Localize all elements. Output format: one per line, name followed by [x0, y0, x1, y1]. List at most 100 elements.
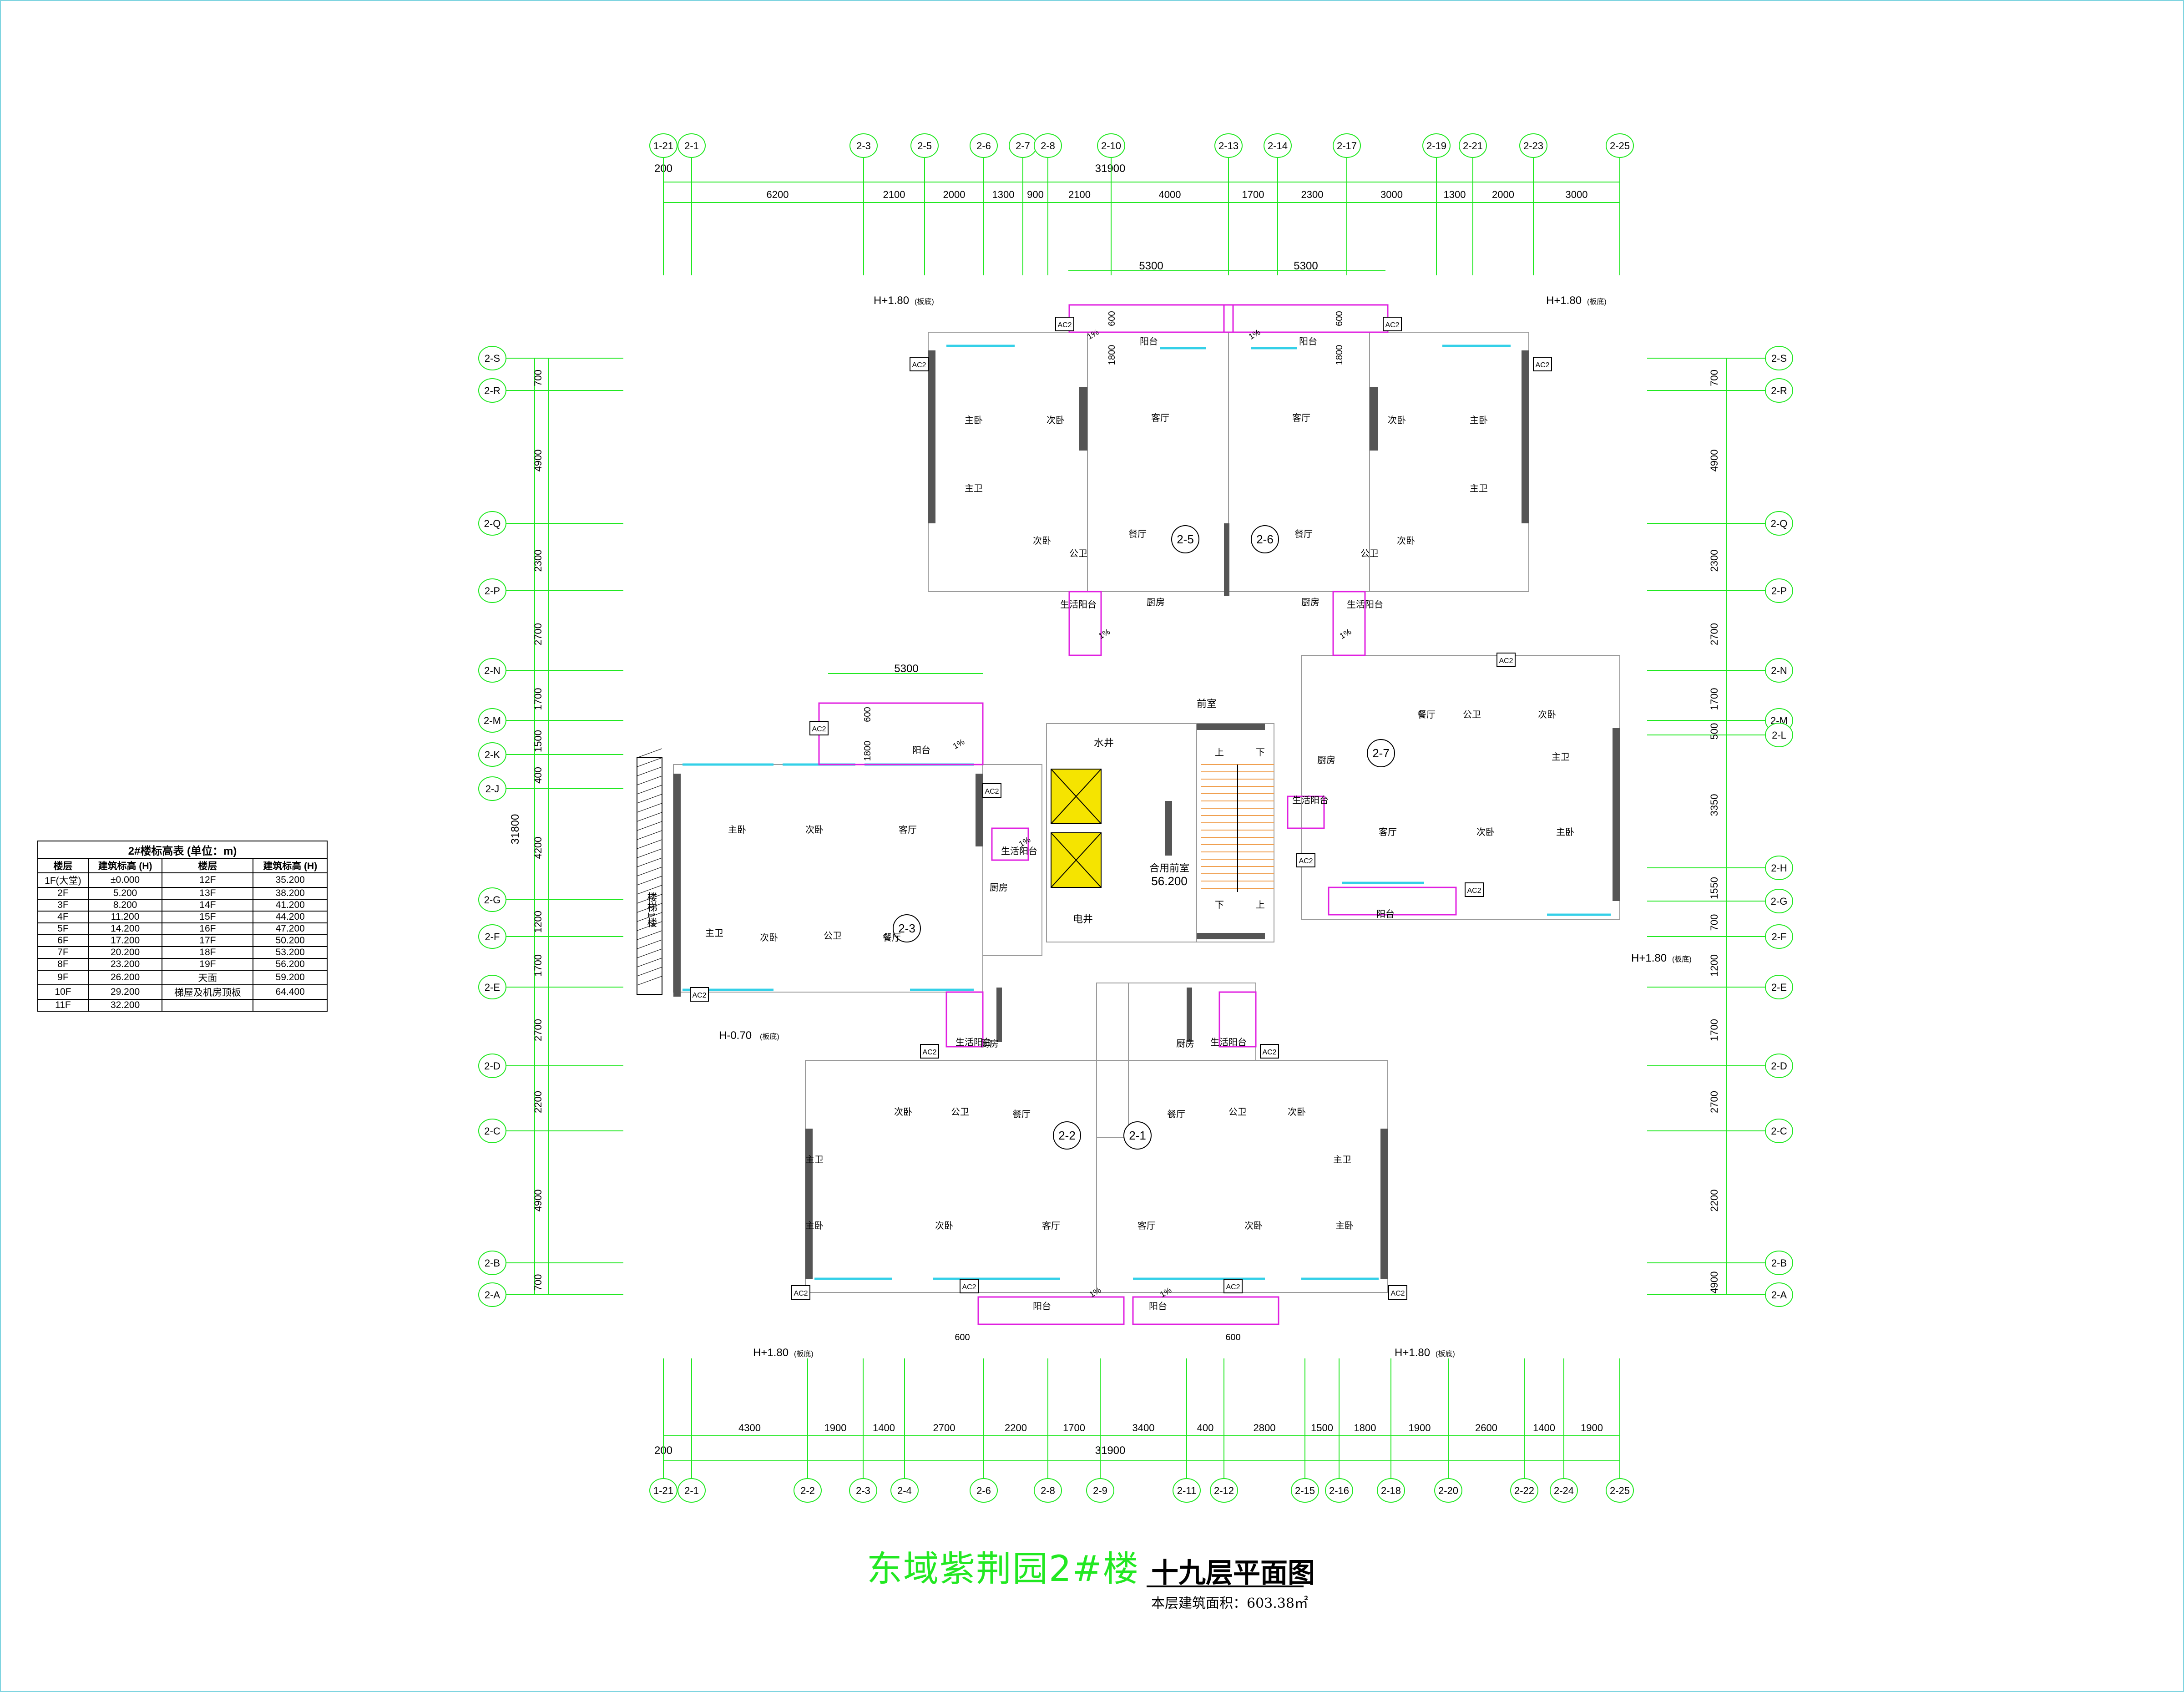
bottom-axis-label-bubble: [1034, 1478, 1062, 1503]
table-header-cell: 建筑标高 (H): [253, 858, 328, 873]
right-span-dim: 700: [1709, 0, 1726, 2]
balcony-outline: [945, 991, 984, 1048]
room-label: 主卫: [805, 1155, 824, 1165]
right-axis-label-bubble: [1765, 924, 1793, 949]
ac-unit-label: AC2: [1535, 361, 1549, 369]
right-span-dim: 3350: [1709, 794, 1720, 816]
level-note-top-right: H+1.80: [1546, 294, 1582, 307]
room-label: 餐厅: [1128, 529, 1147, 539]
drawing-subtitle: 十九层平面图: [1151, 1557, 1315, 1589]
ac-unit-label: AC2: [1499, 657, 1513, 665]
table-cell: 11.200: [87, 911, 163, 923]
ac-unit-box: [690, 987, 709, 1002]
slope-label: 1%: [1247, 328, 1262, 341]
bottom-span-dim: 2700: [933, 1422, 956, 1434]
wall-solid: [1165, 801, 1172, 856]
left-span-dim: 2700: [532, 623, 544, 645]
top-axis-label: 2-5: [917, 140, 932, 152]
hatch-line: [637, 775, 662, 785]
room-label: 主卧: [1556, 827, 1574, 837]
wall-outline: [1087, 332, 1229, 592]
left-span-dim: 1500: [532, 730, 544, 752]
table-cell: 12F: [162, 872, 254, 888]
ac-unit-label: AC2: [1385, 321, 1399, 329]
hatch-line: [637, 748, 662, 758]
room-label: 次卧: [1046, 415, 1065, 426]
elec-shaft-label: 电井: [1073, 913, 1093, 925]
room-label: 生活阳台: [1347, 599, 1383, 610]
room-label: 餐厅: [1012, 1109, 1031, 1120]
left-span-dim: 1700: [532, 954, 544, 977]
bottom-axis-label-bubble: [970, 1478, 998, 1503]
left-axis-label: 2-R: [484, 385, 500, 396]
bottom-axis-label: 2-15: [1295, 1485, 1315, 1496]
table-cell: 3F: [37, 899, 89, 912]
stair-up-label: 上: [1215, 747, 1224, 758]
left-axis-label-bubble: [478, 578, 506, 603]
room-label: 主卫: [705, 928, 723, 938]
room-label: 次卧: [894, 1107, 912, 1117]
left-axis-label: 2-Q: [484, 518, 501, 529]
balcony-depth-dim: 1800: [1107, 345, 1117, 365]
bottom-axis-label: 2-3: [856, 1485, 870, 1496]
table-cell: 19F: [162, 958, 254, 971]
hatch-line: [637, 757, 662, 767]
top-axis-label-bubble: [970, 133, 998, 158]
table-cell: 2F: [37, 887, 89, 900]
ac-unit-box: [809, 721, 829, 735]
bottom-axis-label-bubble: [849, 1478, 877, 1503]
hatch-line: [637, 894, 662, 904]
table-cell: 5F: [37, 922, 89, 935]
table-cell: 14F: [162, 899, 254, 912]
room-label: 次卧: [760, 932, 778, 943]
top-axis-label-bubble: [849, 133, 878, 158]
room-label: 厨房: [1317, 755, 1335, 765]
right-axis-label-bubble: [1765, 1282, 1793, 1307]
top-axis-label: 2-7: [1016, 140, 1030, 152]
left-span-dim: 4200: [532, 837, 544, 859]
bottom-axis-label-bubble: [1377, 1478, 1405, 1503]
top-axis-label: 2-10: [1101, 140, 1121, 152]
table-cell: 64.400: [253, 984, 328, 1000]
left-axis-label: 2-D: [484, 1060, 500, 1072]
room-label: 主卧: [728, 825, 746, 835]
bottom-span-dim: 1500: [1311, 1422, 1333, 1434]
wall-solid: [1522, 350, 1529, 523]
room-label: 公卫: [1463, 710, 1481, 720]
top-axis-label-bubble: [1606, 133, 1634, 158]
room-label: 生活阳台: [1210, 1037, 1247, 1048]
table-cell: 1F(大堂): [37, 872, 89, 888]
bottom-axis-label-bubble: [1291, 1478, 1319, 1503]
level-note-bottom-right: H+1.80: [1395, 1347, 1430, 1359]
shared-lobby-label: 合用前室: [1149, 862, 1189, 874]
top-axis-label: 2-8: [1041, 140, 1055, 152]
top-span-dim: 900: [1027, 189, 1044, 200]
table-cell: 20.200: [87, 946, 163, 959]
ac-unit-box: [1465, 882, 1484, 897]
right-axis-label: 2-B: [1771, 1257, 1787, 1269]
room-label: 客厅: [1151, 413, 1169, 423]
bottom-axis-label: 2-8: [1041, 1485, 1055, 1496]
floor-area-note: 本层建筑面积：603.38㎡: [1151, 1596, 1308, 1611]
bottom-span-dim: 400: [1197, 1422, 1214, 1434]
wall-outline: [982, 764, 1042, 956]
wall-solid: [1187, 988, 1192, 1042]
table-cell: 15F: [162, 911, 254, 923]
bottom-span-dim: 4300: [738, 1422, 761, 1434]
table-cell: 16F: [162, 922, 254, 935]
bottom-span-dim: 1700: [1063, 1422, 1085, 1434]
table-cell: 50.200: [253, 934, 328, 947]
top-axis-label: 2-21: [1463, 140, 1483, 152]
top-axis-label: 2-3: [856, 140, 871, 152]
bottom-span-dim: 1800: [1354, 1422, 1376, 1434]
bottom-axis-label: 2-11: [1177, 1485, 1196, 1496]
left-span-dim: 2200: [532, 1091, 544, 1113]
room-label: 公卫: [951, 1107, 969, 1117]
wall-solid: [1613, 728, 1620, 901]
room-label: 客厅: [1379, 827, 1397, 837]
wall-outline: [805, 1060, 1097, 1293]
room-label: 公卫: [1360, 549, 1379, 559]
left-axis-label-bubble: [478, 511, 506, 536]
wall-solid: [1380, 1129, 1388, 1279]
